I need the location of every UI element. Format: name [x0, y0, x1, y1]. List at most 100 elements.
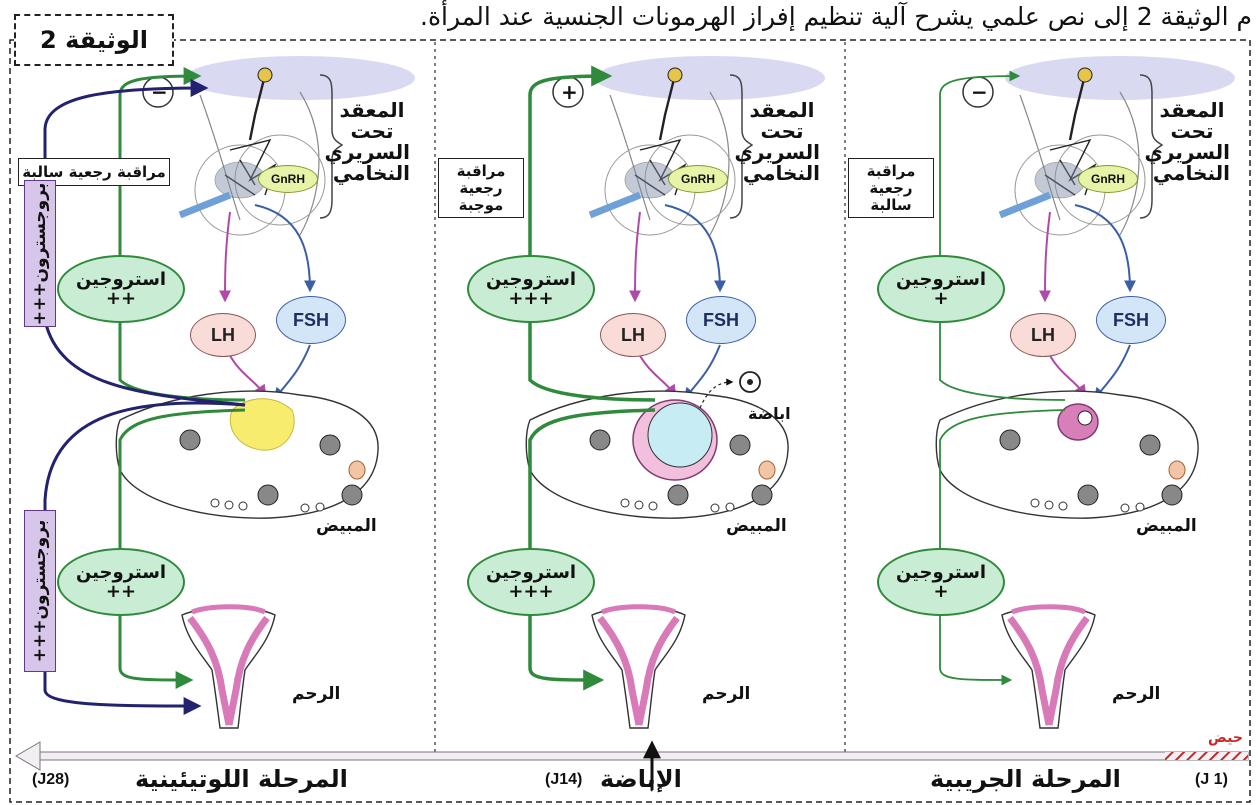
gnrh-label: GnRH: [1078, 165, 1138, 193]
corpus-luteum: [229, 398, 295, 451]
uterine-lining-top: [191, 604, 267, 615]
uterine-lining-top: [1011, 604, 1087, 615]
fsh-hormone: FSH: [686, 296, 756, 344]
ovarian-follicle: [1077, 484, 1099, 506]
estrogen-top-oval: استروجين+++: [467, 255, 595, 323]
blood-vessel: [998, 191, 1052, 219]
hypothalamus-label-line: تحت: [760, 119, 804, 143]
neuron-body: [257, 67, 273, 83]
ovarian-follicle: [341, 484, 363, 506]
phase-luteal: المرحلة اللوتيئينية: [135, 765, 348, 793]
brain-region: [185, 56, 415, 100]
day-mid: (J14): [545, 771, 583, 788]
oocyte: [1077, 410, 1093, 426]
hypothalamus-label-line: النخامي: [742, 161, 820, 185]
primordial-follicle: [1058, 501, 1068, 511]
estrogen-top-oval: استروجين+: [877, 255, 1005, 323]
ovary-label: المبيض: [726, 516, 787, 536]
corpus-albicans: [1168, 460, 1186, 480]
estrogen-bottom-level: +++: [508, 581, 554, 602]
hypothalamus-label-line: السريري: [324, 140, 410, 164]
lh-pathway: [629, 211, 642, 303]
follicle-antrum: [647, 402, 713, 468]
estrogen-bottom-name: استروجين: [75, 562, 167, 583]
menstruation-label: حيض: [1208, 730, 1243, 746]
estrogen-bottom-name: استروجين: [485, 562, 577, 583]
uterus-label: الرحم: [1112, 684, 1161, 704]
uterine-lining-top: [601, 604, 677, 615]
ovum-nucleus: [747, 379, 753, 385]
corpus-albicans: [348, 460, 366, 480]
estrogen-bottom-oval: استروجين+++: [467, 548, 595, 616]
pituitary-lobe: [644, 134, 736, 226]
ovarian-follicle: [319, 434, 341, 456]
ovarian-follicle: [751, 484, 773, 506]
neuron-body: [1077, 67, 1093, 83]
lh-pathway: [219, 211, 232, 303]
estrogen-top-name: استروجين: [895, 269, 987, 290]
ovarian-follicle: [257, 484, 279, 506]
lh-hormone: LH: [190, 313, 256, 357]
estrogen-pathway-bottom: [939, 409, 1066, 686]
estrogen-bottom-oval: استروجين+: [877, 548, 1005, 616]
neuron-axon: [1068, 74, 1087, 141]
hypothalamus-label-line: النخامي: [332, 161, 410, 185]
hypothalamus-label-line: المعقد: [749, 98, 815, 122]
feedback-sign: −: [151, 80, 168, 104]
estrogen-top-level: ++: [105, 288, 137, 309]
gnrh-label: GnRH: [668, 165, 728, 193]
primordial-follicle: [210, 498, 220, 508]
ovarian-follicle: [589, 429, 611, 451]
estrogen-bottom-oval: استروجين++: [57, 548, 185, 616]
ovary-label: المبيض: [316, 516, 377, 536]
endometrium: [187, 615, 270, 726]
primordial-follicle: [648, 501, 658, 511]
hypothalamus-label-line: تحت: [350, 119, 394, 143]
brain-region: [595, 56, 825, 100]
neuron-body: [667, 67, 683, 83]
panel-follicular-artwork: [935, 56, 1235, 729]
panel-ovulation-artwork: [525, 56, 825, 729]
hypothalamus-label-line: تحت: [1170, 119, 1214, 143]
day-start: (J 1): [1195, 771, 1228, 788]
primordial-follicle: [634, 500, 644, 510]
menstruation-bar: [1165, 752, 1248, 760]
estrogen-pathway-bottom: [528, 408, 656, 691]
day-end: (J28): [32, 771, 70, 788]
feedback-label: مراقبة رجعية موجبة: [438, 158, 524, 218]
pituitary-lobe: [234, 134, 326, 226]
fsh-pathway: [664, 204, 726, 293]
ovarian-follicle: [1161, 484, 1183, 506]
primordial-follicle: [300, 503, 310, 513]
estrogen-bottom-level: +: [933, 581, 949, 602]
lh-hormone: LH: [1010, 313, 1076, 357]
lh-pathway: [1039, 211, 1052, 303]
ovarian-follicle: [667, 484, 689, 506]
primordial-follicle: [725, 502, 735, 512]
ovarian-follicle: [1139, 434, 1161, 456]
uterus-label: الرحم: [292, 684, 341, 704]
panel-luteal-artwork: [115, 56, 415, 729]
fsh-pathway: [1074, 204, 1136, 293]
outer-frame: [9, 39, 1251, 803]
primordial-follicle: [1135, 502, 1145, 512]
fsh-hormone: FSH: [276, 296, 346, 344]
primordial-follicle: [710, 503, 720, 513]
uterus-label: الرحم: [702, 684, 751, 704]
corpus-albicans: [758, 460, 776, 480]
primordial-follicle: [620, 498, 630, 508]
hypothalamus-label-line: السريري: [1144, 140, 1230, 164]
estrogen-pathway-bottom: [118, 408, 246, 689]
ovarian-follicle: [999, 429, 1021, 451]
feedback-label: مراقبة رجعية سالبة: [848, 158, 934, 218]
progesterone-bottom-bar: بروجسترون+++: [24, 510, 56, 672]
hypothalamus-bracket: [1139, 74, 1164, 219]
progesterone-top-bar: بروجسترون+++: [24, 180, 56, 327]
pituitary-lobe: [1054, 134, 1146, 226]
